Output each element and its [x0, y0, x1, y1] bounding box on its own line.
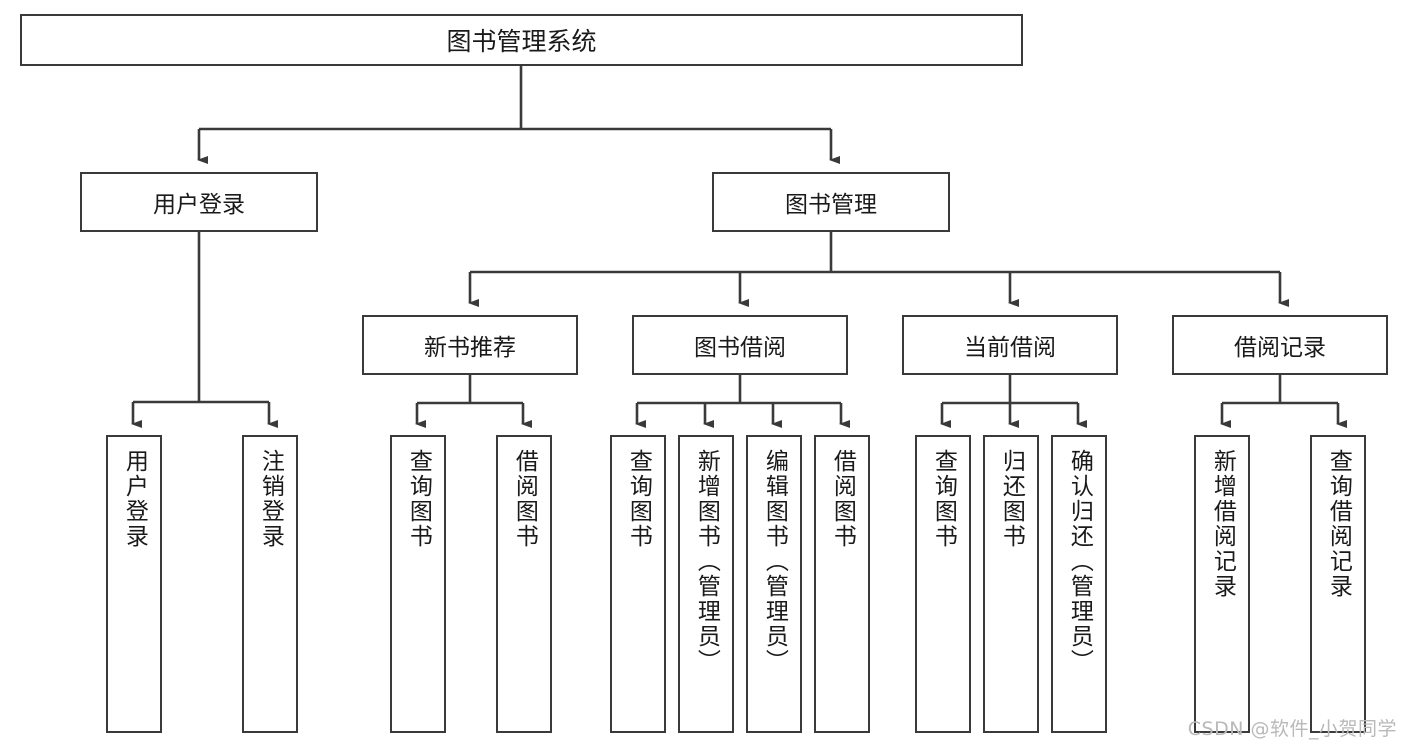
node-new-book-recommend[interactable]: 新书推荐 [362, 315, 578, 375]
node-leaf-edit-book-admin[interactable]: 编辑图书（管理员） [746, 435, 802, 733]
node-leaf-query-book-2-label: 查询图书 [625, 449, 652, 549]
node-leaf-borrow-book-1[interactable]: 借阅图书 [496, 435, 552, 733]
node-leaf-query-book-2[interactable]: 查询图书 [610, 435, 666, 733]
node-leaf-user-login-label: 用户登录 [121, 449, 148, 549]
node-leaf-logout-login-label: 注销登录 [257, 449, 284, 549]
node-leaf-query-borrow-record[interactable]: 查询借阅记录 [1310, 435, 1366, 733]
node-root[interactable]: 图书管理系统 [20, 14, 1023, 66]
node-leaf-query-book-1-label: 查询图书 [405, 449, 432, 549]
node-book-borrow-label: 图书借阅 [694, 335, 786, 361]
node-root-label: 图书管理系统 [446, 27, 597, 56]
node-current-borrow[interactable]: 当前借阅 [902, 315, 1118, 375]
node-leaf-query-borrow-record-label: 查询借阅记录 [1325, 449, 1352, 599]
node-borrow-record[interactable]: 借阅记录 [1172, 315, 1388, 375]
node-current-borrow-label: 当前借阅 [964, 335, 1056, 361]
node-leaf-confirm-return-admin-label: 确认归还（管理员） [1066, 449, 1093, 674]
node-leaf-query-book-3[interactable]: 查询图书 [915, 435, 971, 733]
node-book-management-label: 图书管理 [785, 192, 877, 218]
node-user-login[interactable]: 用户登录 [80, 172, 318, 232]
node-leaf-add-book-admin[interactable]: 新增图书（管理员） [678, 435, 734, 733]
node-user-login-label: 用户登录 [153, 192, 245, 218]
node-leaf-borrow-book-2[interactable]: 借阅图书 [814, 435, 870, 733]
node-borrow-record-label: 借阅记录 [1234, 335, 1326, 361]
node-leaf-query-book-3-label: 查询图书 [930, 449, 957, 549]
node-leaf-borrow-book-2-label: 借阅图书 [829, 449, 856, 549]
node-new-book-recommend-label: 新书推荐 [424, 335, 516, 361]
node-leaf-return-book[interactable]: 归还图书 [983, 435, 1039, 733]
node-leaf-borrow-book-1-label: 借阅图书 [511, 449, 538, 549]
node-leaf-add-borrow-record[interactable]: 新增借阅记录 [1194, 435, 1250, 733]
node-book-management[interactable]: 图书管理 [712, 172, 950, 232]
node-book-borrow[interactable]: 图书借阅 [632, 315, 848, 375]
node-leaf-add-borrow-record-label: 新增借阅记录 [1209, 449, 1236, 599]
node-leaf-confirm-return-admin[interactable]: 确认归还（管理员） [1051, 435, 1107, 733]
node-leaf-user-login[interactable]: 用户登录 [106, 435, 162, 733]
node-leaf-add-book-admin-label: 新增图书（管理员） [693, 449, 720, 674]
node-leaf-return-book-label: 归还图书 [998, 449, 1025, 549]
node-leaf-logout-login[interactable]: 注销登录 [242, 435, 298, 733]
node-leaf-edit-book-admin-label: 编辑图书（管理员） [761, 449, 788, 674]
node-leaf-query-book-1[interactable]: 查询图书 [390, 435, 446, 733]
csdn-watermark: CSDN @软件_小贺同学 [1187, 718, 1397, 740]
